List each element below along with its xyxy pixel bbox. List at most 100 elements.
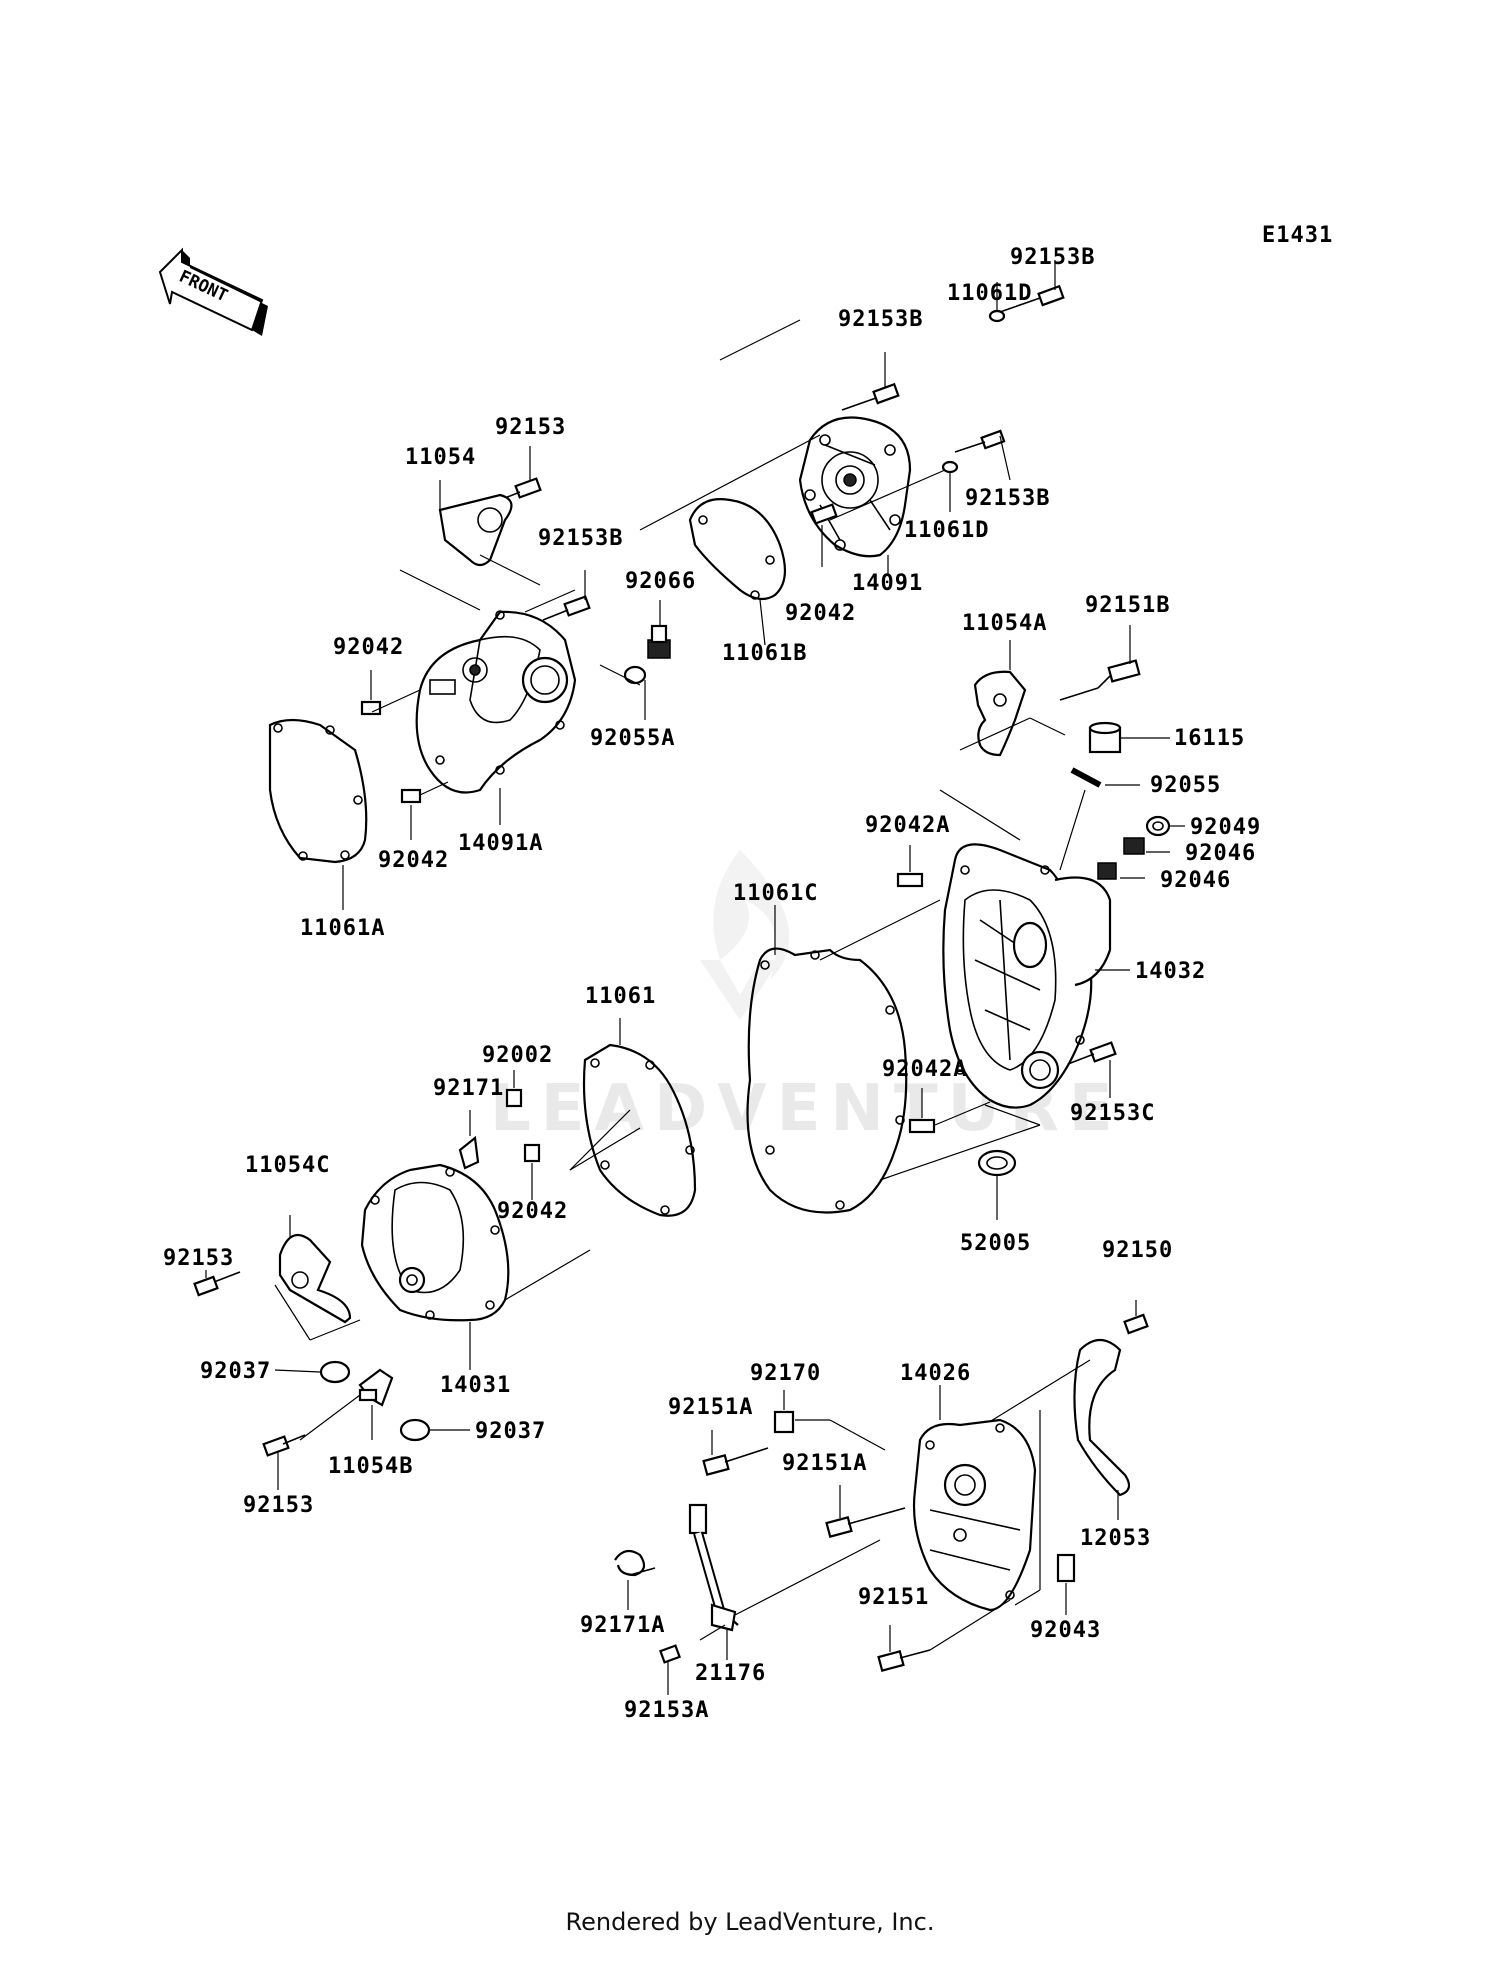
label-92037-b: 92037: [475, 1419, 546, 1444]
label-92151A-b: 92151A: [782, 1451, 867, 1476]
footer-credit: Rendered by LeadVenture, Inc.: [565, 1908, 935, 1936]
bolt-92151B: [1059, 659, 1141, 701]
label-92002: 92002: [482, 1043, 553, 1068]
label-92043: 92043: [1030, 1618, 1101, 1643]
plate-12053: [1073, 1338, 1131, 1497]
label-11061D-top: 11061D: [947, 281, 1032, 306]
label-92046-a: 92046: [1185, 841, 1256, 866]
gasket-11061C: [746, 947, 908, 1214]
bracket-11054: [438, 493, 513, 567]
plug-92066: [647, 624, 671, 659]
cover-14032: [942, 843, 1112, 1109]
label-92171A: 92171A: [580, 1613, 665, 1638]
needle-bearing-92046-b: [1097, 862, 1117, 880]
clip-92171A: [614, 1549, 656, 1577]
label-92151A-a: 92151A: [668, 1395, 753, 1420]
label-92042-left: 92042: [333, 635, 404, 660]
bracket-11054A: [973, 670, 1027, 757]
label-11061: 11061: [585, 984, 656, 1009]
bracket-11054B: [358, 1368, 394, 1407]
watermark-logo: [700, 850, 790, 1020]
bolt-92151A-a: [702, 1447, 769, 1476]
label-11054A: 11054A: [962, 611, 1047, 636]
label-14031: 14031: [440, 1373, 511, 1398]
gasket-11061B: [688, 498, 787, 601]
label-92150: 92150: [1102, 1238, 1173, 1263]
label-92042-top: 92042: [785, 601, 856, 626]
label-21176: 21176: [695, 1661, 766, 1686]
label-92153B-top: 92153B: [1010, 245, 1095, 270]
label-92170: 92170: [750, 1361, 821, 1386]
label-92153-left: 92153: [163, 1246, 234, 1271]
label-14091A: 14091A: [458, 831, 543, 856]
label-11061D-right: 11061D: [904, 518, 989, 543]
bolt-92150: [1123, 1313, 1149, 1335]
cover-14026: [912, 1418, 1037, 1612]
washer-92049: [1145, 815, 1171, 837]
label-92153B-mid: 92153B: [838, 307, 923, 332]
oring-92055A: [623, 665, 647, 685]
washer-11061D-top: [988, 309, 1006, 323]
label-92055A: 92055A: [590, 726, 675, 751]
bolt-92153A: [659, 1644, 681, 1664]
bolt-92153-left: [193, 1271, 241, 1297]
gasket-11061A: [268, 718, 368, 864]
dowel-92042-top: [810, 503, 838, 525]
clamp-92037-b: [399, 1418, 431, 1442]
label-11054C: 11054C: [245, 1153, 330, 1178]
dowel-92042-low: [400, 788, 422, 804]
label-11061A: 11061A: [300, 916, 385, 941]
diagram-code: E1431: [1262, 223, 1333, 248]
cover-14091: [798, 416, 912, 558]
label-14091: 14091: [852, 571, 923, 596]
bolt-92153B-right: [954, 429, 1006, 453]
label-92055: 92055: [1150, 773, 1221, 798]
clip-92170: [773, 1410, 795, 1434]
cover-14031: [360, 1163, 510, 1322]
label-92153B-left: 92153B: [538, 526, 623, 551]
bolt-92151: [877, 1649, 931, 1672]
bolt-92153B-mid: [841, 382, 900, 411]
label-92042A-low: 92042A: [882, 1057, 967, 1082]
lever-21176: [688, 1503, 739, 1632]
oring-92055: [1070, 767, 1102, 788]
bolt-92002: [505, 1088, 523, 1108]
label-92042-mid: 92042: [497, 1199, 568, 1224]
label-92153: 92153: [495, 415, 566, 440]
dowel-92042A-top: [896, 872, 924, 888]
bolt-92153B-left: [542, 595, 591, 621]
dowel-92042-left: [360, 700, 382, 716]
label-92049: 92049: [1190, 815, 1261, 840]
label-11054B: 11054B: [328, 1454, 413, 1479]
label-92153A: 92153A: [624, 1698, 709, 1723]
label-14032: 14032: [1135, 959, 1206, 984]
label-11054: 11054: [405, 445, 476, 470]
label-92151: 92151: [858, 1585, 929, 1610]
clamp-92171: [458, 1135, 480, 1170]
label-92151B: 92151B: [1085, 593, 1170, 618]
dowel-92042A-low: [908, 1118, 936, 1134]
front-arrow-icon: FRONT: [158, 247, 268, 336]
label-92066: 92066: [625, 569, 696, 594]
label-92042A-top: 92042A: [865, 813, 950, 838]
bolt-92151A-b: [825, 1507, 906, 1538]
cap-16115: [1088, 721, 1122, 754]
label-92037-a: 92037: [200, 1359, 271, 1384]
label-92153B-right: 92153B: [965, 486, 1050, 511]
cover-14091A: [415, 610, 577, 794]
dowel-92042-mid: [523, 1143, 541, 1163]
label-12053: 12053: [1080, 1526, 1151, 1551]
bolt-92153-low: [262, 1434, 306, 1457]
label-92171: 92171: [433, 1076, 504, 1101]
needle-bearing-92046-a: [1123, 837, 1145, 855]
dowel-92043: [1056, 1553, 1076, 1583]
bolt-92153C: [1067, 1041, 1117, 1065]
label-92153C: 92153C: [1070, 1101, 1155, 1126]
label-16115: 16115: [1174, 726, 1245, 751]
label-11061C: 11061C: [733, 881, 818, 906]
label-14026: 14026: [900, 1361, 971, 1386]
label-11061B: 11061B: [722, 641, 807, 666]
gasket-11061: [582, 1043, 697, 1217]
